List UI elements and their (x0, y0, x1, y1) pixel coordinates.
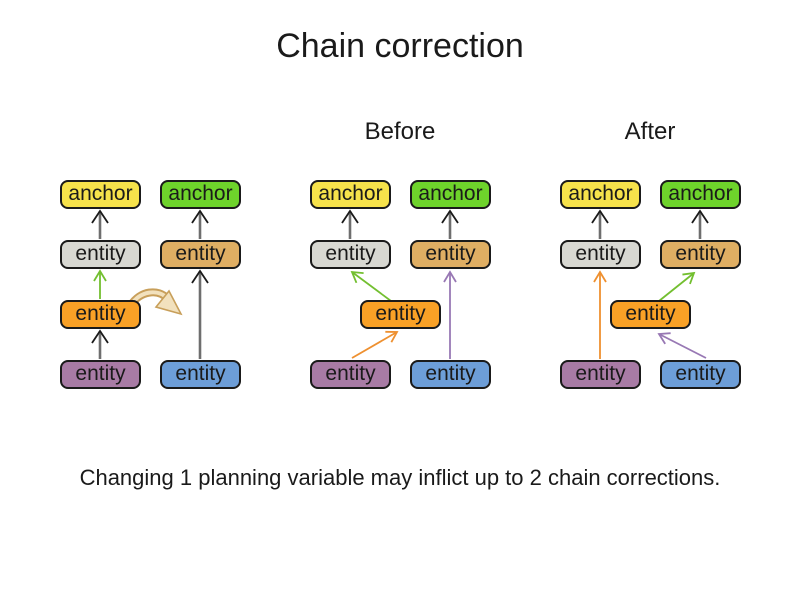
anchor-node-yellow: anchor (60, 180, 141, 209)
entity-node-purple: entity (310, 360, 391, 389)
entity-node-blue: entity (160, 360, 241, 389)
entity-node-gray: entity (60, 240, 141, 269)
before-label: Before (364, 118, 436, 145)
anchor-node-yellow: anchor (560, 180, 641, 209)
anchor-node-green: anchor (160, 180, 241, 209)
anchor-node-green: anchor (660, 180, 741, 209)
entity-node-tan: entity (160, 240, 241, 269)
entity-node-purple: entity (560, 360, 641, 389)
arrow-after-orangeentity-tanentity (658, 271, 696, 302)
anchor-node-yellow: anchor (310, 180, 391, 209)
entity-node-tan: entity (660, 240, 741, 269)
anchor-node-green: anchor (410, 180, 491, 209)
entity-node-blue: entity (410, 360, 491, 389)
arrow-before-orangeentity-grayentity (350, 270, 392, 302)
entity-node-blue: entity (660, 360, 741, 389)
entity-node-orange: entity (360, 300, 441, 329)
arrow-after-blueentity-orangeentity (657, 332, 707, 359)
entity-node-orange: entity (60, 300, 141, 329)
entity-node-gray: entity (310, 240, 391, 269)
entity-node-gray: entity (560, 240, 641, 269)
arrow-before-purpleentity-orangeentity (351, 330, 399, 359)
page-title: Chain correction (276, 27, 524, 65)
entity-node-tan: entity (410, 240, 491, 269)
entity-node-purple: entity (60, 360, 141, 389)
entity-node-orange: entity (610, 300, 691, 329)
after-label: After (624, 118, 676, 145)
caption-text: Changing 1 planning variable may inflict… (79, 465, 721, 490)
